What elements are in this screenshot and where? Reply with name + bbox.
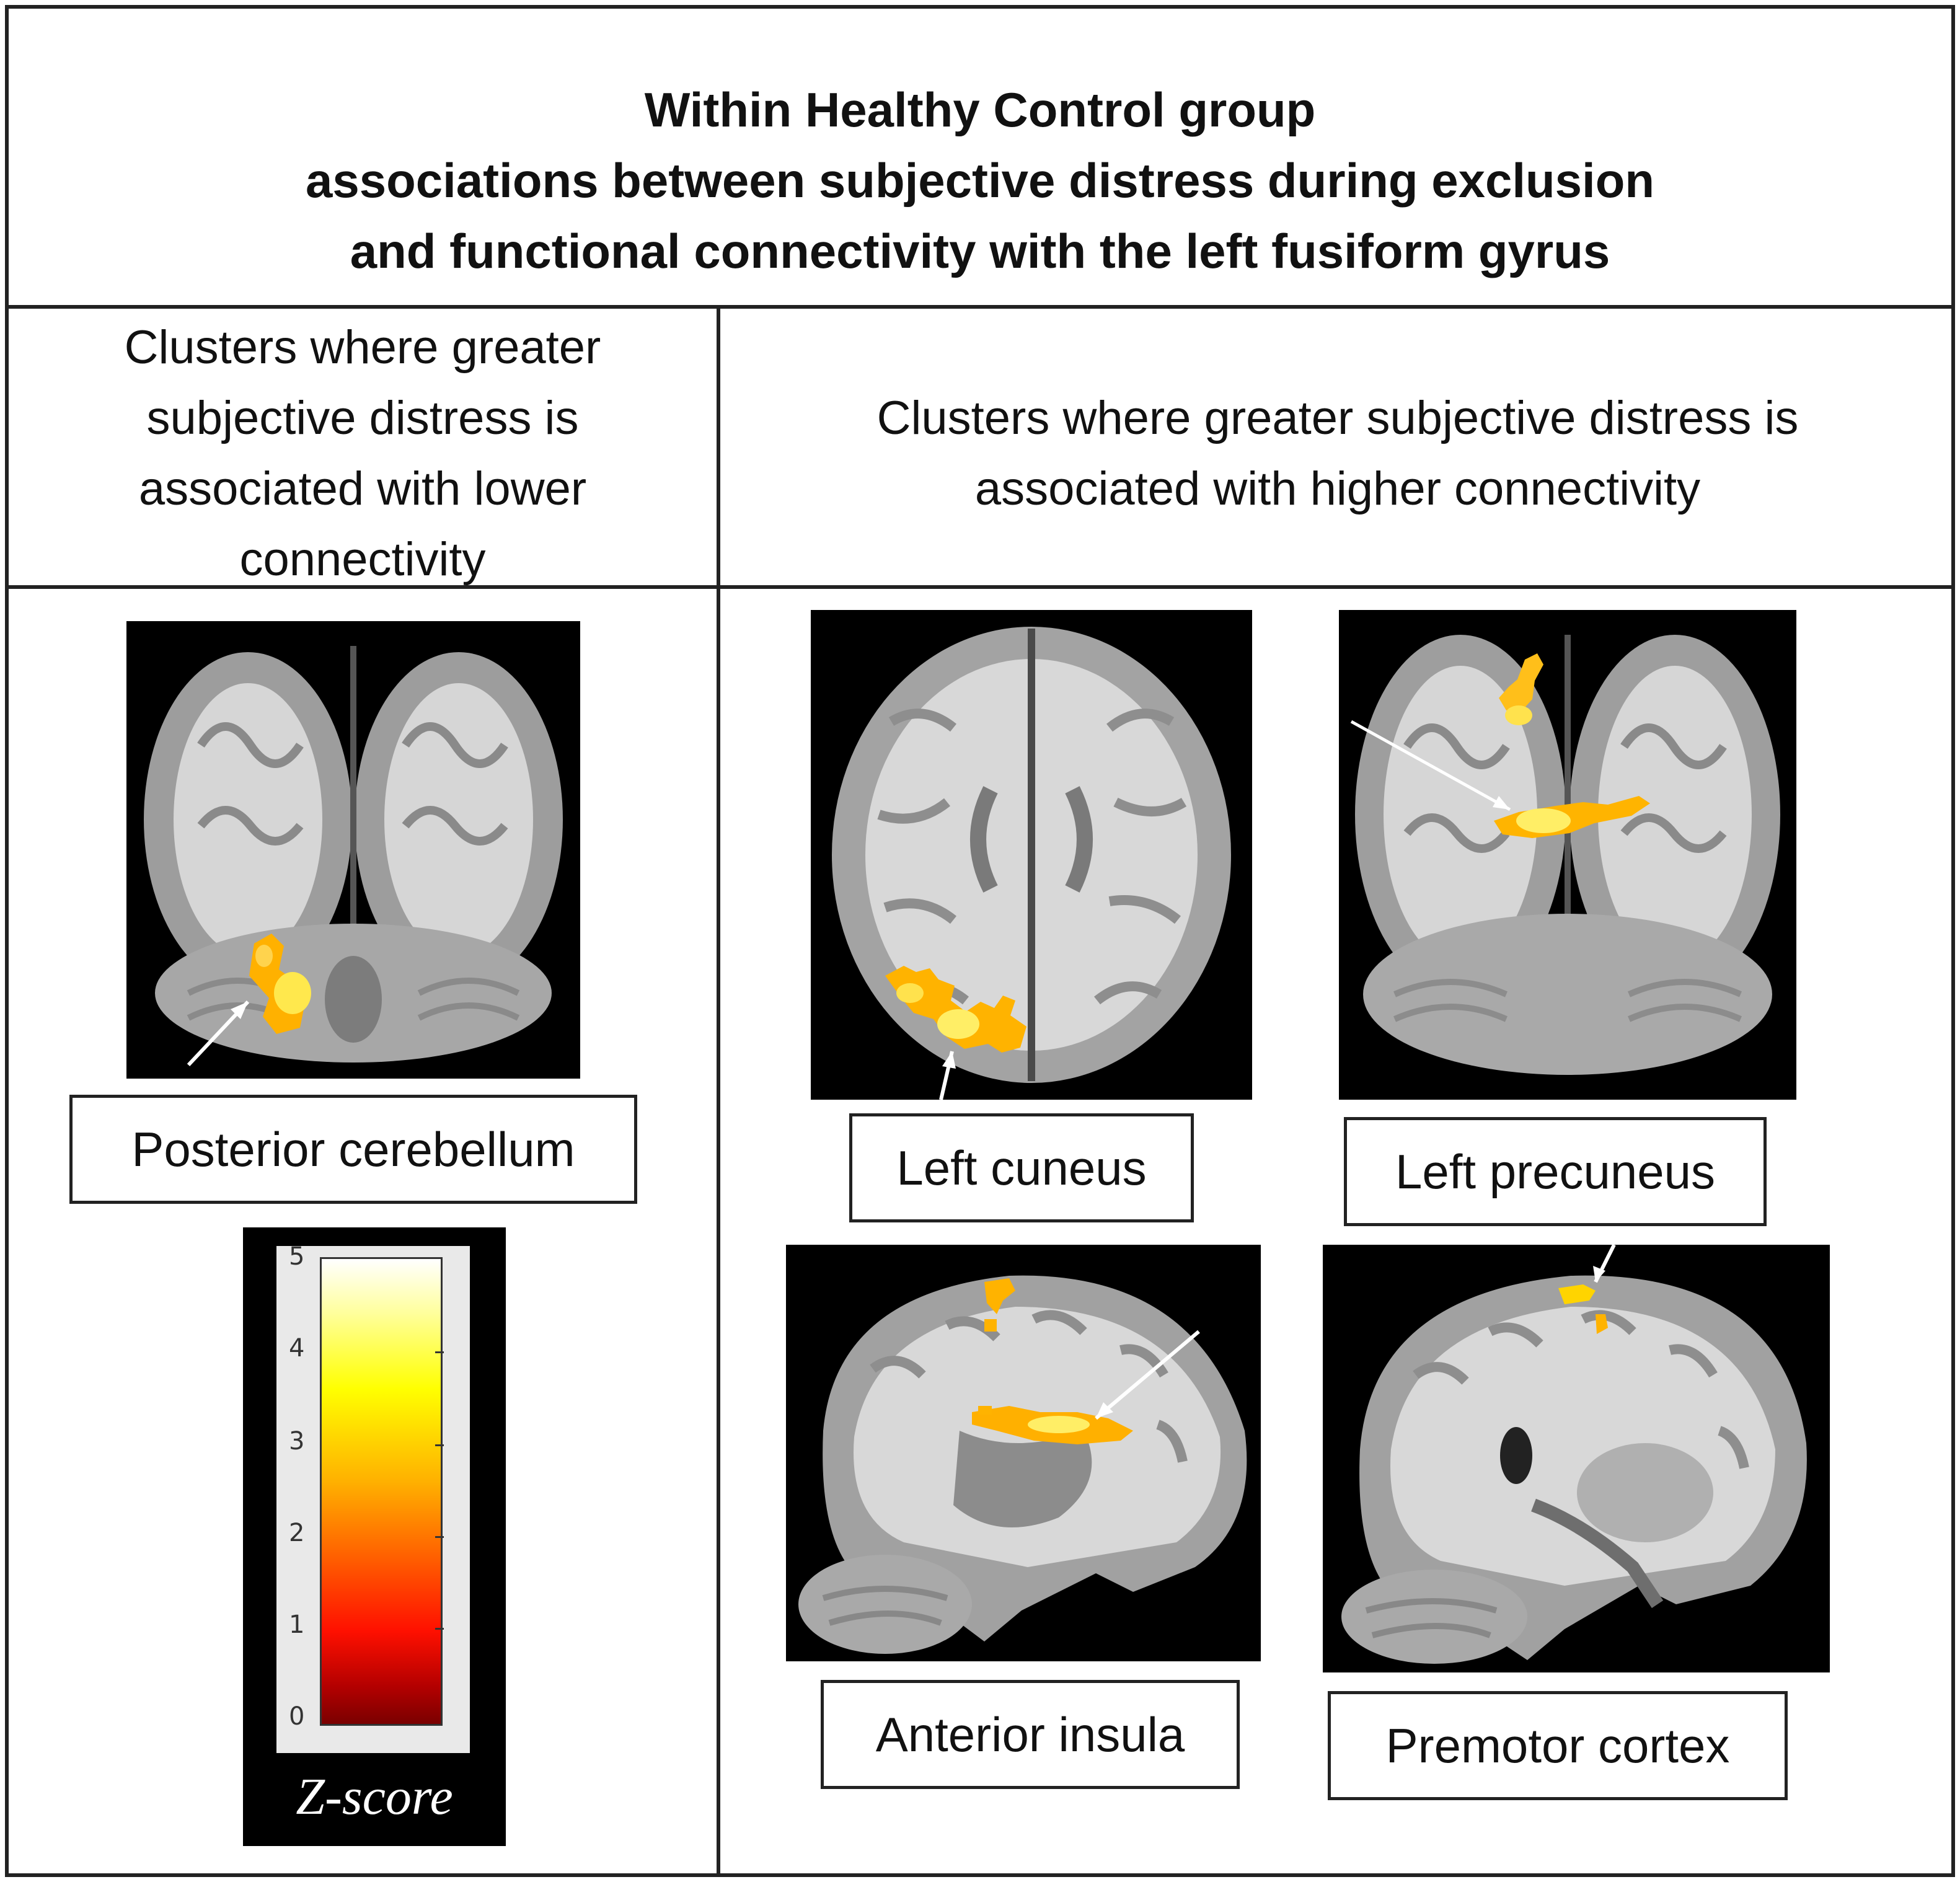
left-precuneus-scan xyxy=(1339,610,1796,1100)
colorbar-tick-2: 2 xyxy=(289,1519,305,1547)
premotor-cortex-label: Premotor cortex xyxy=(1328,1691,1788,1800)
colorbar-tick-1: 1 xyxy=(289,1610,305,1639)
anterior-insula-scan xyxy=(786,1245,1261,1661)
title-divider xyxy=(5,305,1955,309)
colorbar-label: Z-score xyxy=(296,1768,453,1826)
title-line-1: Within Healthy Control group xyxy=(644,82,1316,137)
right-heading-line-2: associated with higher connectivity xyxy=(974,462,1701,515)
colorbar-gradient xyxy=(320,1257,443,1726)
left-cuneus-scan xyxy=(811,610,1252,1100)
left-column-heading: Clusters where greater subjective distre… xyxy=(9,312,717,595)
left-heading-line-3: associated with lower xyxy=(138,462,587,515)
posterior-cerebellum-scan xyxy=(126,621,580,1079)
left-heading-line-4: connectivity xyxy=(239,533,486,586)
column-divider xyxy=(717,305,720,1877)
colorbar-tick-5: 5 xyxy=(289,1242,305,1271)
colorbar-tick-mark-1 xyxy=(435,1628,444,1630)
posterior-cerebellum-label: Posterior cerebellum xyxy=(69,1095,637,1204)
colorbar-tick-mark-3 xyxy=(435,1444,444,1446)
colorbar-tick-mark-4 xyxy=(435,1351,444,1353)
colorbar-tick-4: 4 xyxy=(289,1334,305,1363)
left-heading-line-1: Clusters where greater xyxy=(124,321,601,374)
figure-frame xyxy=(5,5,1955,1877)
figure-title: Within Healthy Control group association… xyxy=(0,74,1960,286)
right-column-heading: Clusters where greater subjective distre… xyxy=(720,383,1955,524)
left-precuneus-label: Left precuneus xyxy=(1344,1117,1767,1226)
right-heading-line-1: Clusters where greater subjective distre… xyxy=(876,392,1799,444)
colorbar-tick-0: 0 xyxy=(289,1702,305,1731)
colorbar-tick-mark-2 xyxy=(435,1536,444,1538)
left-heading-line-2: subjective distress is xyxy=(146,392,579,444)
colorbar-tick-3: 3 xyxy=(289,1427,305,1456)
left-cuneus-label: Left cuneus xyxy=(849,1113,1194,1222)
title-line-3: and functional connectivity with the lef… xyxy=(350,224,1610,278)
anterior-insula-label: Anterior insula xyxy=(821,1680,1240,1789)
zscore-colorbar: 5 4 3 2 1 0 Z-score xyxy=(243,1227,506,1846)
colorbar-background: 5 4 3 2 1 0 xyxy=(276,1242,470,1753)
heading-divider xyxy=(5,585,1955,589)
title-line-2: associations between subjective distress… xyxy=(305,153,1655,208)
premotor-cortex-scan xyxy=(1323,1245,1830,1672)
